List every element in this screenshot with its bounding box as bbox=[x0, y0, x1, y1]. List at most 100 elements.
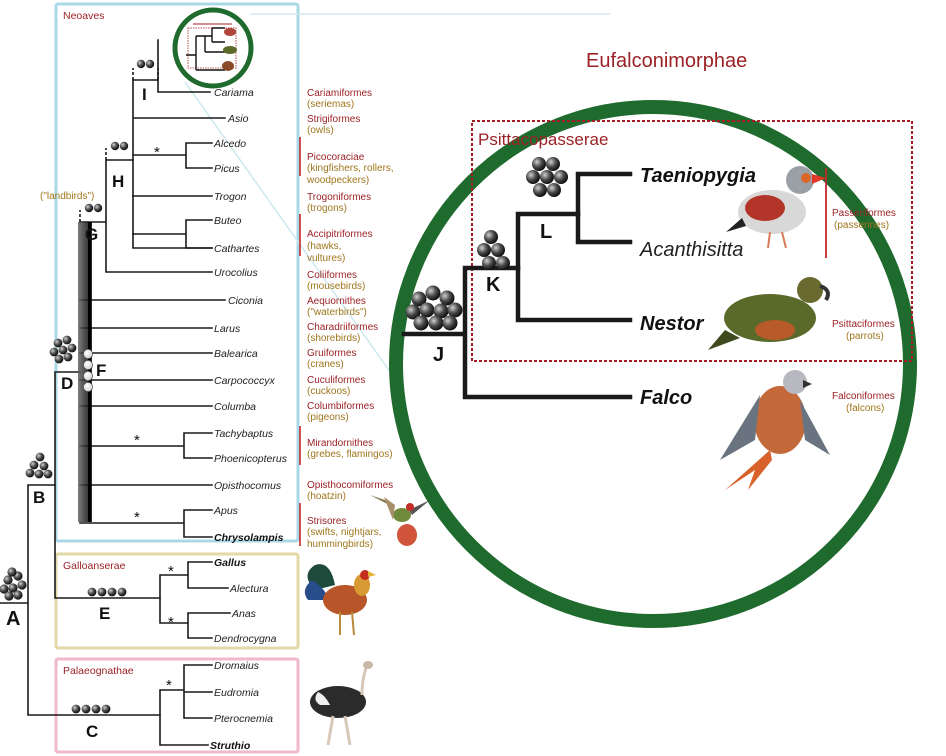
taxon-larus: Larus bbox=[214, 323, 241, 335]
order-strisores-common-2: hummingbirds) bbox=[307, 539, 373, 550]
order-cuculiformes: Cuculiformes bbox=[307, 375, 365, 386]
star-picocoraciae: * bbox=[154, 144, 160, 161]
zebra-finch-illustration bbox=[726, 166, 826, 249]
node-label-i: I bbox=[142, 85, 147, 104]
zoom-taxon-acanthisitta: Acanthisitta bbox=[639, 239, 743, 261]
kea-illustration bbox=[708, 277, 830, 350]
taxon-trogon: Trogon bbox=[214, 191, 247, 203]
taxon-cariama: Cariama bbox=[214, 87, 254, 99]
taxon-anas: Anas bbox=[231, 608, 257, 620]
ostrich-illustration bbox=[310, 661, 373, 746]
order-picocoraciae-common-1: (kingfishers, rollers, bbox=[307, 163, 394, 174]
node-label-h: H bbox=[112, 172, 124, 191]
zoom-order-falconiformes-common: (falcons) bbox=[846, 403, 884, 414]
node-label-j: J bbox=[433, 344, 444, 366]
zoom-order-passeriformes-common: (passerines) bbox=[834, 220, 889, 231]
taxon-columba: Columba bbox=[214, 401, 256, 413]
zoom-order-psittaciformes: Psittaciformes bbox=[832, 319, 895, 330]
taxon-phoenicopterus: Phoenicopterus bbox=[214, 453, 288, 465]
order-aequornithes: Aequornithes bbox=[307, 296, 366, 307]
psittacopasserae-label: Psittacopasserae bbox=[478, 130, 608, 149]
taxon-dromaius: Dromaius bbox=[214, 660, 260, 672]
taxon-carpococcyx: Carpococcyx bbox=[214, 375, 275, 387]
order-trogoniformes: Trogoniformes bbox=[307, 192, 371, 203]
taxon-gallus: Gallus bbox=[214, 557, 246, 569]
zoom-taxon-nestor: Nestor bbox=[640, 313, 705, 335]
zoom-taxon-taeniopygia: Taeniopygia bbox=[640, 165, 756, 187]
node-label-f: F bbox=[96, 361, 106, 380]
zoom-order-psittaciformes-common: (parrots) bbox=[846, 331, 884, 342]
zoom-node-balls bbox=[405, 157, 568, 331]
taxon-urocolius: Urocolius bbox=[214, 267, 259, 279]
order-charadriiformes-common: (shorebirds) bbox=[307, 333, 360, 344]
order-opisthocomiformes-common: (hoatzin) bbox=[307, 491, 346, 502]
hummingbird-illustration bbox=[370, 495, 430, 546]
psittacopasserae-box bbox=[471, 120, 913, 362]
order-strigiformes-common: (owls) bbox=[307, 125, 334, 136]
taxon-alcedo: Alcedo bbox=[213, 138, 246, 150]
order-strigiformes: Strigiformes bbox=[307, 114, 360, 125]
taxon-opisthocomus: Opisthocomus bbox=[214, 480, 282, 492]
taxon-chrysolampis: Chrysolampis bbox=[214, 532, 284, 544]
star-mirandornithes: * bbox=[134, 432, 140, 449]
order-cariamiformes: Cariamiformes bbox=[307, 88, 372, 99]
node-label-l: L bbox=[540, 221, 552, 243]
order-aequornithes-common: ("waterbirds") bbox=[307, 307, 367, 318]
order-columbiformes-common: (pigeons) bbox=[307, 412, 349, 423]
order-gruiformes: Gruiformes bbox=[307, 348, 356, 359]
zoom-title: Eufalconimorphae bbox=[586, 50, 747, 72]
zoom-taxon-falco: Falco bbox=[640, 387, 692, 409]
order-cariamiformes-common: (seriemas) bbox=[307, 99, 354, 110]
palaeognathae-label: Palaeognathae bbox=[63, 665, 134, 677]
node-label-b: B bbox=[33, 488, 45, 507]
star-strisores: * bbox=[134, 509, 140, 526]
order-strisores-common-1: (swifts, nightjars, bbox=[307, 527, 381, 538]
star-anas: * bbox=[168, 614, 174, 631]
order-trogoniformes-common: (trogons) bbox=[307, 203, 347, 214]
order-columbiformes: Columbiformes bbox=[307, 401, 374, 412]
node-label-d: D bbox=[61, 374, 73, 393]
taxon-labels: Cariama Asio Alcedo Picus Trogon Buteo C… bbox=[210, 87, 288, 752]
order-strisores: Strisores bbox=[307, 516, 346, 527]
taxon-cathartes: Cathartes bbox=[214, 243, 260, 255]
order-coliiformes-common: (mousebirds) bbox=[307, 281, 365, 292]
zoom-circle bbox=[389, 100, 917, 628]
order-labels: Cariamiformes (seriemas) Strigiformes (o… bbox=[306, 88, 394, 550]
order-accipitriformes-common-1: (hawks, bbox=[307, 241, 341, 252]
taxon-picus: Picus bbox=[214, 163, 240, 175]
taxon-tachybaptus: Tachybaptus bbox=[214, 428, 274, 440]
taxon-asio: Asio bbox=[227, 113, 249, 125]
rooster-illustration bbox=[304, 564, 376, 636]
taxon-ciconia: Ciconia bbox=[228, 295, 263, 307]
taxon-buteo: Buteo bbox=[214, 215, 242, 227]
order-gruiformes-common: (cranes) bbox=[307, 359, 344, 370]
order-accipitriformes: Accipitriformes bbox=[307, 229, 373, 240]
taxon-pterocnemia: Pterocnemia bbox=[214, 713, 273, 725]
zoom-connector-bottom bbox=[184, 81, 411, 401]
landbirds-label: ("landbirds") bbox=[40, 191, 94, 202]
zoom-order-falconiformes: Falconiformes bbox=[832, 391, 895, 402]
node-label-a: A bbox=[6, 608, 20, 630]
order-cuculiformes-common: (cuckoos) bbox=[307, 386, 350, 397]
mini-zoom-circle bbox=[172, 7, 254, 89]
tree-branches bbox=[0, 39, 231, 746]
node-label-c: C bbox=[86, 722, 98, 741]
taxon-struthio: Struthio bbox=[210, 740, 251, 752]
order-mirandornithes-common: (grebes, flamingos) bbox=[307, 449, 393, 460]
neoaves-box bbox=[54, 2, 300, 543]
taxon-eudromia: Eudromia bbox=[214, 687, 259, 699]
galloanserae-label: Galloanserae bbox=[63, 560, 126, 572]
node-label-e: E bbox=[99, 604, 110, 623]
taxon-alectura: Alectura bbox=[229, 583, 269, 595]
order-charadriiformes: Charadriiformes bbox=[307, 322, 378, 333]
order-opisthocomiformes: Opisthocomiformes bbox=[307, 480, 393, 491]
zoom-tree bbox=[401, 171, 633, 400]
node-label-k: K bbox=[486, 274, 501, 296]
order-accipitriformes-common-2: vultures) bbox=[307, 253, 345, 264]
taxon-apus: Apus bbox=[213, 505, 239, 517]
palaeognathae-box bbox=[54, 657, 300, 754]
node-balls bbox=[0, 59, 155, 714]
node-label-g: G bbox=[85, 225, 98, 244]
order-coliiformes: Coliiformes bbox=[307, 270, 357, 281]
